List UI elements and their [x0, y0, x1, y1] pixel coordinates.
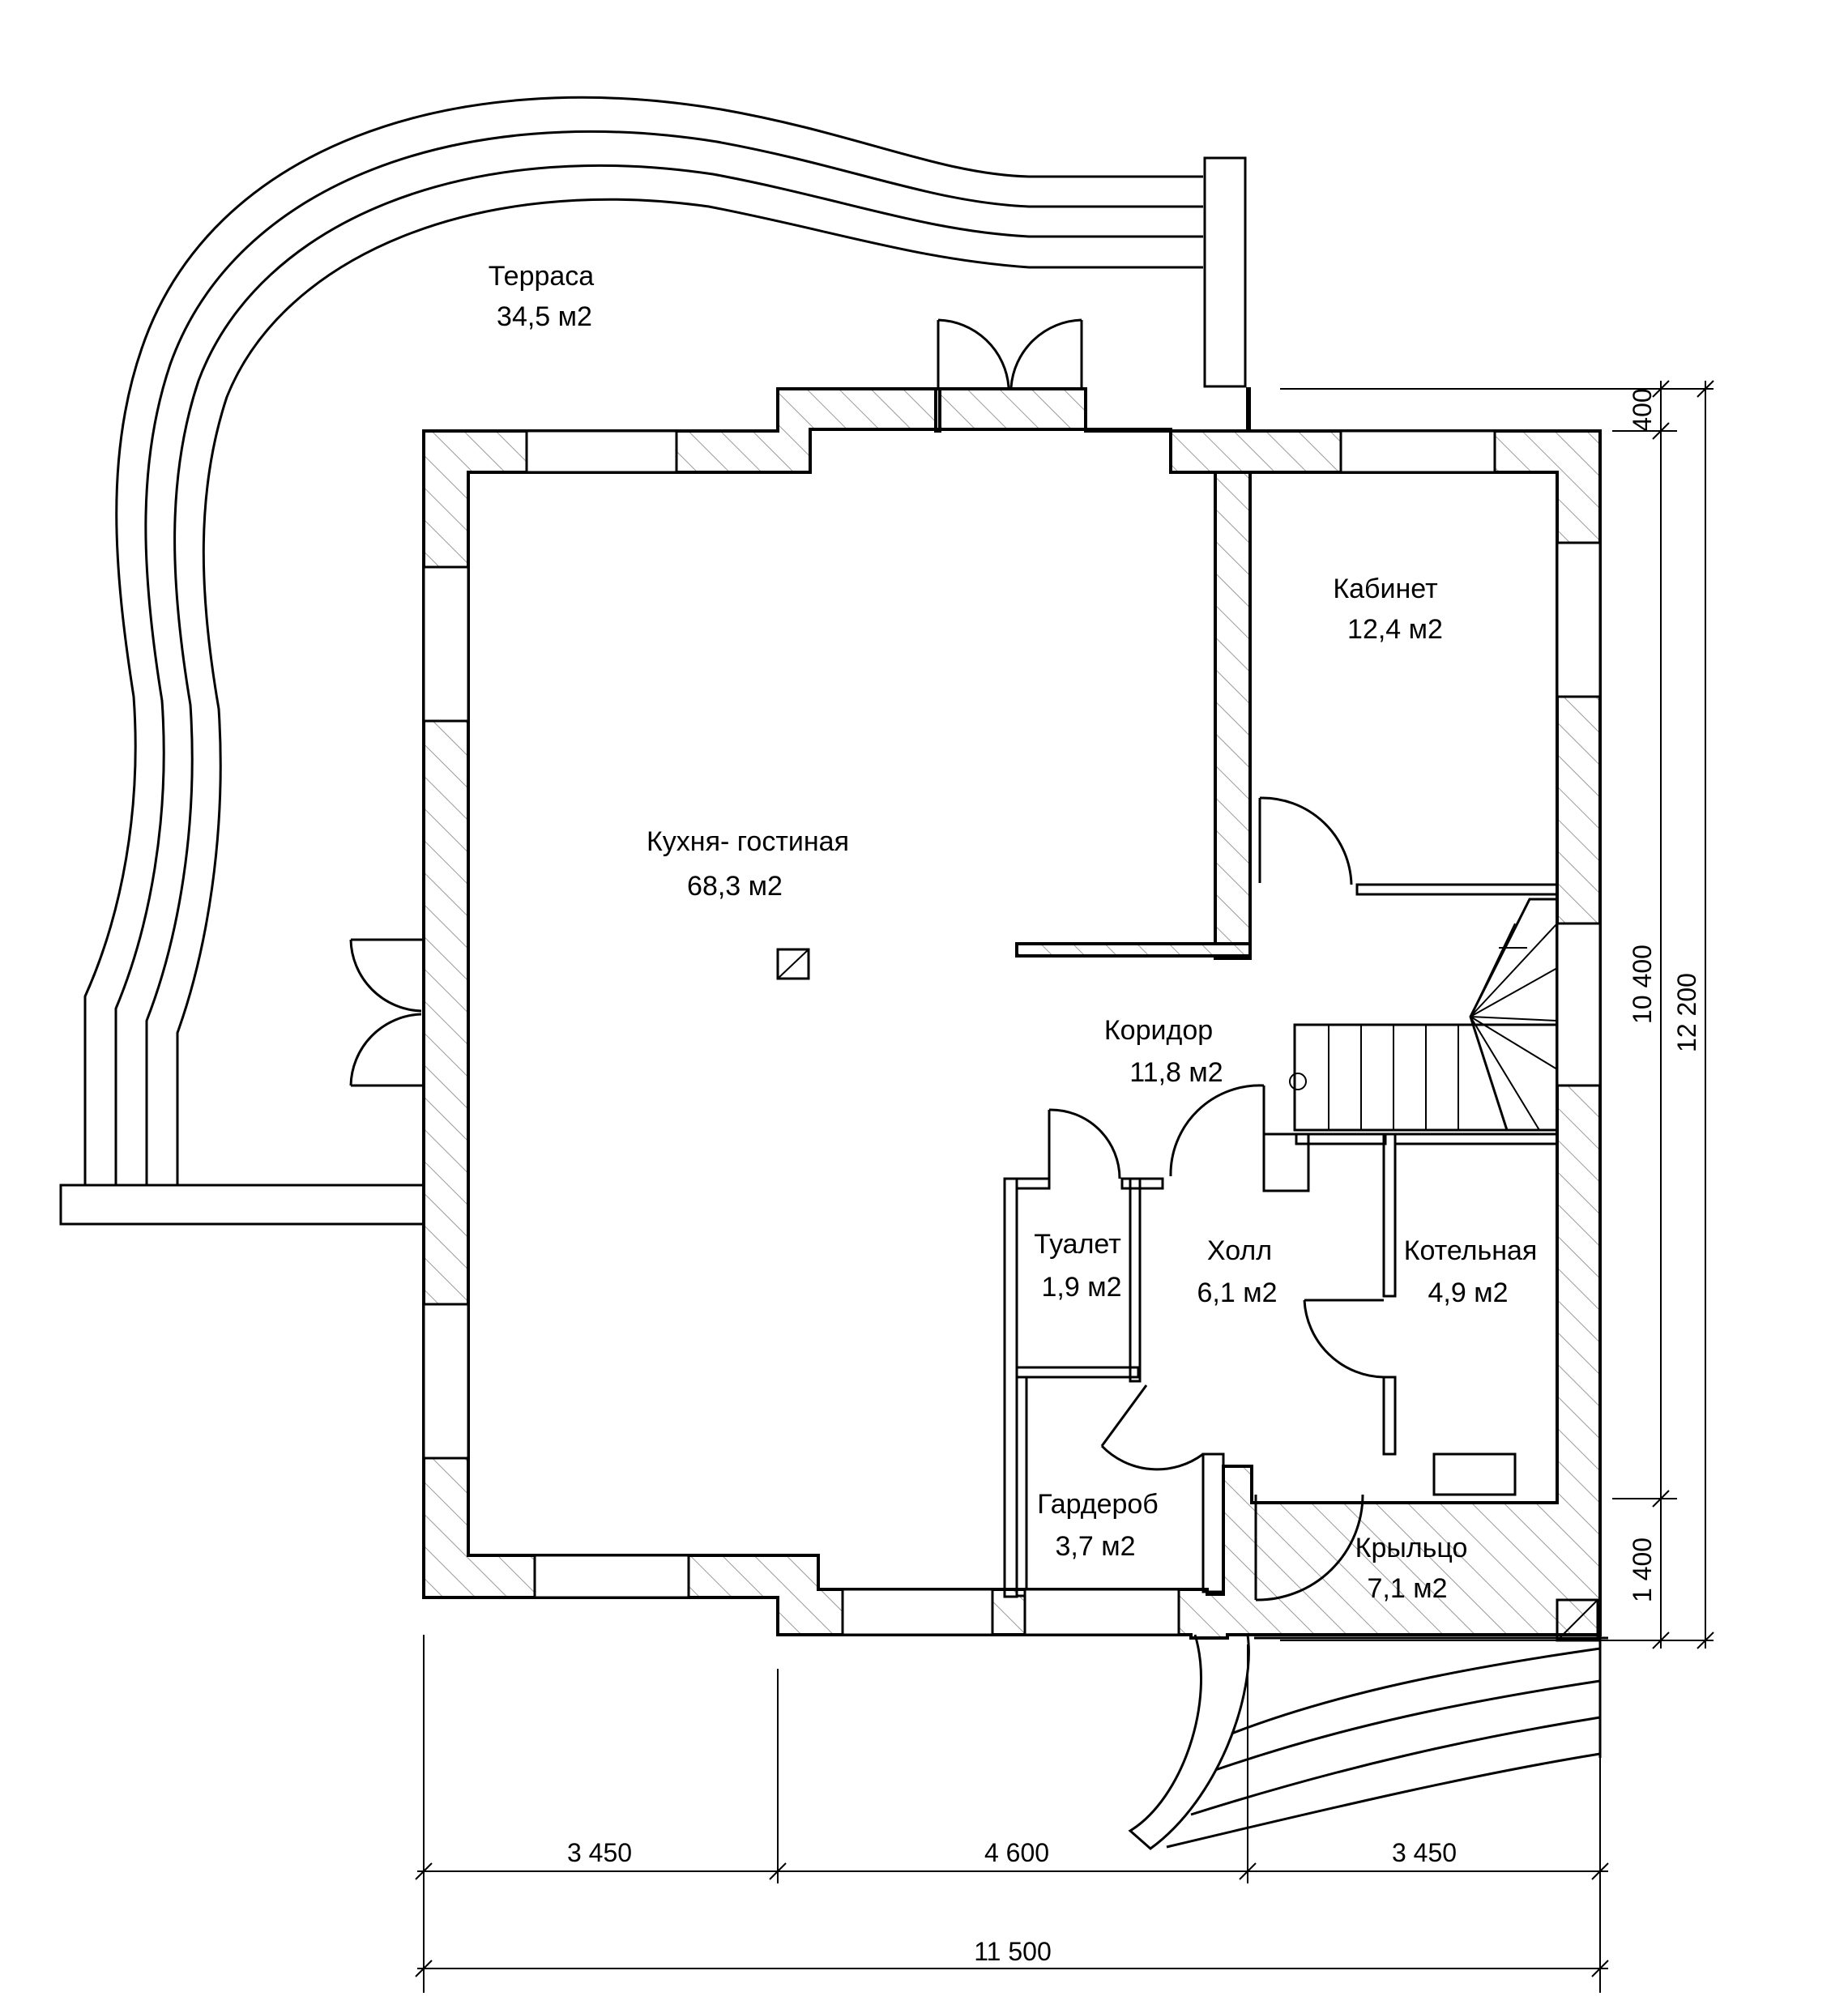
kitchen-area: 68,3 м2 [687, 871, 783, 902]
boiler-area: 4,9 м2 [1428, 1277, 1509, 1308]
terrace-area: 34,5 м2 [497, 301, 592, 332]
dimension-labels: 3 450 4 600 3 450 11 500 400 10 400 1 40… [567, 388, 1701, 1966]
corridor-name: Коридор [1104, 1015, 1213, 1046]
dim-bottom-right: 3 450 [1392, 1838, 1457, 1867]
dim-right-top: 400 [1628, 388, 1657, 431]
toilet-name: Туалет [1034, 1229, 1121, 1260]
dim-bottom-left: 3 450 [567, 1838, 632, 1867]
doors [349, 318, 1385, 1602]
boiler-name: Котельная [1404, 1235, 1538, 1266]
cabinet-area: 12,4 м2 [1347, 614, 1443, 645]
dim-right-bottom: 1 400 [1628, 1538, 1657, 1602]
dim-total-height: 12 200 [1672, 973, 1701, 1052]
wardrobe-area: 3,7 м2 [1056, 1531, 1136, 1562]
porch-area: 7,1 м2 [1368, 1573, 1448, 1604]
dim-total-width: 11 500 [974, 1937, 1052, 1966]
hall-area: 6,1 м2 [1197, 1277, 1278, 1308]
corridor-area: 11,8 м2 [1129, 1057, 1223, 1088]
terrace-deck [59, 96, 1247, 1226]
dim-bottom-middle: 4 600 [984, 1838, 1049, 1867]
porch-name: Крыльцо [1355, 1533, 1468, 1563]
wardrobe-name: Гардероб [1037, 1489, 1159, 1520]
terrace-name: Терраса [489, 261, 594, 292]
kitchen-name: Кухня- гостиная [647, 826, 849, 857]
interior-walls [1003, 471, 1559, 1598]
toilet-area: 1,9 м2 [1042, 1272, 1122, 1303]
dimension-lines [415, 380, 1714, 1993]
staircase [1289, 898, 1559, 1132]
porch-steps [1128, 1634, 1608, 1850]
room-labels: Терраса 34,5 м2 Кухня- гостиная 68,3 м2 … [489, 261, 1538, 1604]
hall-name: Холл [1207, 1235, 1272, 1266]
dim-right-middle: 10 400 [1628, 945, 1657, 1024]
cabinet-name: Кабинет [1333, 574, 1437, 604]
column-markers [776, 948, 1599, 1642]
windows [422, 429, 1602, 1636]
